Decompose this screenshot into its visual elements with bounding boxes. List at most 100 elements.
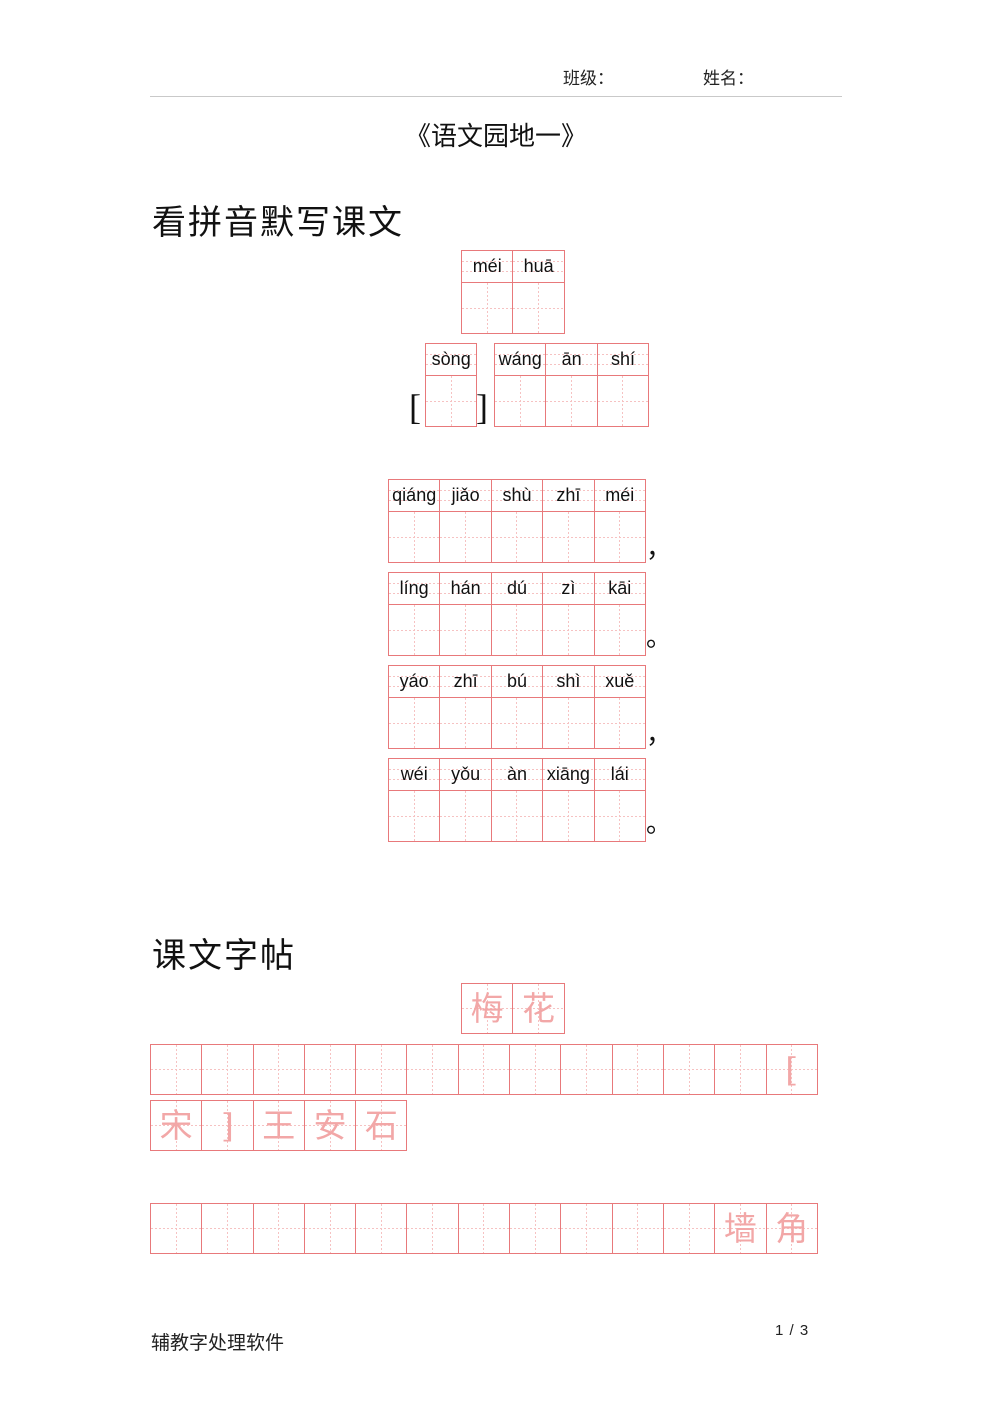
pinyin-syllable: líng: [389, 573, 440, 605]
pinyin-syllable: xiāng: [543, 759, 594, 791]
pinyin-cell: zhī: [440, 666, 492, 748]
pinyin-cell: shì: [543, 666, 595, 748]
pinyin-cell: méi: [462, 251, 514, 333]
pinyin-syllable: zhī: [440, 666, 491, 698]
writing-square: [546, 376, 597, 426]
poem-line-pinyin-grid: líng hán dú zì kāi: [388, 572, 646, 656]
writing-square: [543, 791, 594, 841]
writing-square: 安: [304, 1101, 357, 1150]
writing-square: 石: [356, 1101, 408, 1150]
writing-square: 花: [513, 984, 565, 1033]
pinyin-syllable: wáng: [495, 344, 546, 376]
writing-square: [253, 1045, 305, 1094]
pinyin-cell: xiāng: [543, 759, 595, 841]
trace-character: 角: [775, 1208, 809, 1248]
trace-character: 花: [521, 988, 555, 1028]
poem-line-pinyin-grid: wéi yǒu àn xiāng lái: [388, 758, 646, 842]
pinyin-syllable: bú: [491, 666, 543, 698]
writing-square: [594, 791, 645, 841]
pinyin-syllable: zì: [543, 573, 594, 605]
writing-square: [426, 376, 477, 426]
writing-square: [491, 605, 543, 655]
pinyin-cell: wáng: [495, 344, 547, 426]
writing-square: 墙: [715, 1204, 767, 1253]
writing-square: [253, 1204, 305, 1253]
writing-square: [561, 1045, 613, 1094]
pinyin-syllable: huā: [513, 251, 564, 283]
writing-square: [663, 1204, 716, 1253]
pinyin-syllable: jiǎo: [440, 480, 491, 512]
poem-line-pinyin-grid: qiáng jiǎo shù zhī méi: [388, 479, 646, 563]
pinyin-syllable: qiáng: [389, 480, 440, 512]
trace-character: ]: [221, 1105, 234, 1145]
writing-square: [151, 1045, 203, 1094]
writing-square: [202, 1045, 254, 1094]
copybook-row: [: [150, 1044, 818, 1095]
writing-square: [594, 605, 645, 655]
pinyin-cell: shù: [491, 480, 544, 562]
pinyin-cell: yáo: [389, 666, 441, 748]
pinyin-syllable: wéi: [389, 759, 440, 791]
dynasty-close-bracket: ]: [476, 387, 488, 427]
section-heading-pinyin: 看拼音默写课文: [152, 203, 404, 243]
writing-square: [356, 1045, 408, 1094]
writing-square: [: [766, 1045, 818, 1094]
header-divider: [150, 96, 842, 97]
writing-square: [389, 512, 440, 562]
pinyin-cell: méi: [594, 480, 646, 562]
writing-square: [304, 1204, 357, 1253]
pinyin-cell: yǒu: [440, 759, 492, 841]
trace-character: 王: [262, 1105, 296, 1145]
pinyin-cell: shí: [597, 344, 650, 426]
poem-line-pinyin-grid: yáo zhī bú shì xuě: [388, 665, 646, 749]
trace-character: 石: [364, 1105, 398, 1145]
pinyin-cell: líng: [389, 573, 441, 655]
pinyin-syllable: shù: [491, 480, 543, 512]
pinyin-syllable: xuě: [594, 666, 645, 698]
writing-square: [510, 1204, 562, 1253]
pinyin-syllable: méi: [462, 251, 513, 283]
writing-square: [151, 1204, 203, 1253]
writing-square: [491, 698, 543, 748]
pinyin-cell: zhī: [543, 480, 595, 562]
writing-square: [612, 1045, 664, 1094]
section-heading-copybook: 课文字帖: [152, 936, 296, 976]
writing-square: [462, 283, 513, 333]
pinyin-syllable: sòng: [426, 344, 477, 376]
writing-square: [389, 698, 440, 748]
writing-square: [389, 791, 440, 841]
line-punctuation: ，: [646, 534, 673, 564]
writing-square: [513, 283, 564, 333]
pinyin-cell: hán: [440, 573, 492, 655]
writing-square: [663, 1045, 716, 1094]
author-pinyin-grid: wáng ān shí: [494, 343, 650, 427]
pinyin-cell: kāi: [594, 573, 646, 655]
writing-square: [440, 512, 491, 562]
pinyin-syllable: ān: [546, 344, 597, 376]
pinyin-syllable: kāi: [594, 573, 645, 605]
class-label: 班级：: [563, 69, 614, 89]
writing-square: [458, 1045, 511, 1094]
footer-software-name: 辅教字处理软件: [151, 1332, 285, 1354]
pinyin-syllable: àn: [491, 759, 543, 791]
trace-character: 宋: [159, 1105, 193, 1145]
document-title: 《语文园地一》: [404, 122, 587, 152]
writing-square: [304, 1045, 357, 1094]
line-punctuation: 。: [646, 809, 673, 839]
writing-square: [491, 512, 543, 562]
writing-square: [356, 1204, 408, 1253]
pinyin-syllable: lái: [594, 759, 645, 791]
line-punctuation: 。: [646, 623, 673, 653]
pinyin-cell: xuě: [594, 666, 646, 748]
writing-square: [440, 605, 491, 655]
writing-square: ]: [202, 1101, 254, 1150]
writing-square: [594, 698, 645, 748]
writing-square: [495, 376, 546, 426]
pinyin-cell: huā: [513, 251, 565, 333]
trace-character: 梅: [470, 988, 504, 1028]
writing-square: 王: [253, 1101, 305, 1150]
pinyin-cell: àn: [491, 759, 544, 841]
writing-square: [407, 1045, 459, 1094]
pinyin-syllable: zhī: [543, 480, 594, 512]
name-label: 姓名：: [703, 69, 754, 89]
